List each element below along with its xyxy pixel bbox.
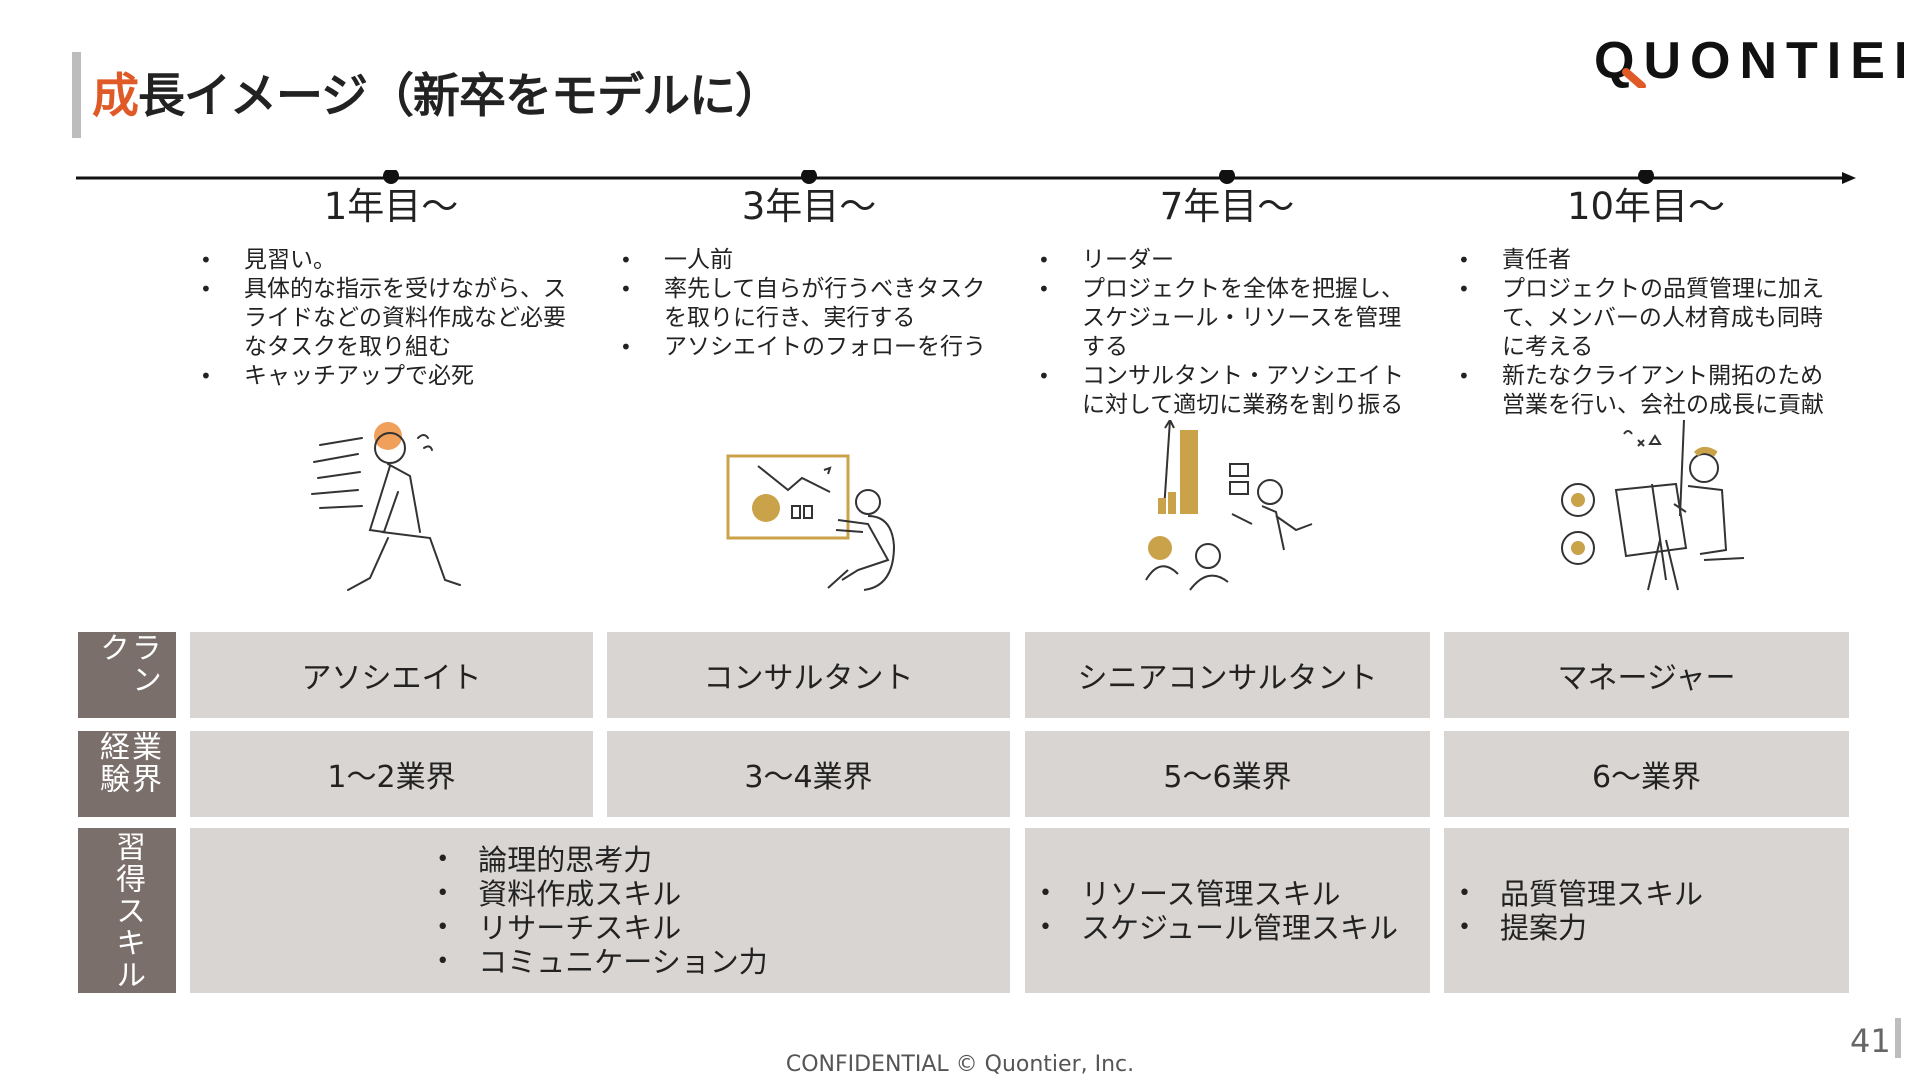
page-number-bar bbox=[1895, 1018, 1901, 1058]
phase-label-year3: 3年目～ bbox=[741, 185, 877, 228]
rank-cell-consultant: コンサルタント bbox=[607, 632, 1010, 718]
manager-with-team-illustration bbox=[1561, 420, 1745, 591]
experience-cell-3: 5～6業界 bbox=[1025, 731, 1430, 817]
row-label-experience: 業界経験 bbox=[78, 731, 176, 817]
list-item: 責任者 bbox=[1458, 246, 1830, 275]
row-label-skills: 習得スキル bbox=[78, 828, 176, 993]
list-item: キャッチアップで必死 bbox=[200, 362, 572, 391]
title-accent-bar bbox=[72, 52, 81, 138]
experience-cell-2: 3～4業界 bbox=[607, 731, 1010, 817]
row-label-rank: ランク bbox=[78, 632, 176, 718]
list-item: コミュニケーション力 bbox=[432, 945, 767, 979]
skills-cell-senior: リソース管理スキル スケジュール管理スキル bbox=[1025, 828, 1430, 993]
page-number: 41 bbox=[1850, 1022, 1891, 1060]
list-item: リソース管理スキル bbox=[1035, 877, 1398, 911]
title-accent-char: 成 bbox=[92, 69, 139, 124]
skills-list-junior: 論理的思考力 資料作成スキル リサーチスキル コミュニケーション力 bbox=[432, 843, 767, 979]
list-item: 具体的な指示を受けながら、スライドなどの資料作成など必要なタスクを取り組む bbox=[200, 275, 572, 362]
list-item: 論理的思考力 bbox=[432, 843, 767, 877]
skills-list-senior: リソース管理スキル スケジュール管理スキル bbox=[1035, 877, 1398, 945]
list-item: 品質管理スキル bbox=[1454, 877, 1703, 911]
list-item: 新たなクライアント開拓のため営業を行い、会社の成長に貢献 bbox=[1458, 362, 1830, 420]
list-item: アソシエイトのフォローを行う bbox=[620, 333, 992, 362]
timeline-axis bbox=[76, 170, 1856, 184]
list-item: プロジェクトの品質管理に加えて、メンバーの人材育成も同時に考える bbox=[1458, 275, 1830, 362]
list-item: 資料作成スキル bbox=[432, 877, 767, 911]
rushing-worker-illustration bbox=[311, 422, 461, 591]
timeline-node-3 bbox=[1219, 170, 1235, 184]
timeline-node-4 bbox=[1638, 170, 1654, 184]
rank-cell-senior-consultant: シニアコンサルタント bbox=[1025, 632, 1430, 718]
experience-cell-4: 6～業界 bbox=[1444, 731, 1849, 817]
phase-description-year3: 一人前 率先して自らが行うべきタスクを取りに行き、実行する アソシエイトのフォロ… bbox=[620, 246, 992, 362]
list-item: 一人前 bbox=[620, 246, 992, 275]
logo-accent-stroke bbox=[1622, 68, 1646, 88]
row-label-skills-text: 習得スキル bbox=[110, 830, 145, 991]
leader-with-chart-illustration bbox=[1145, 420, 1313, 591]
presenter-with-laptop-illustration bbox=[726, 454, 896, 591]
list-item: コンサルタント・アソシエイトに対して適切に業務を割り振る bbox=[1038, 362, 1410, 420]
skills-list-manager: 品質管理スキル 提案力 bbox=[1454, 877, 1703, 945]
list-item: スケジュール管理スキル bbox=[1035, 911, 1398, 945]
page-title: 成長イメージ（新卒をモデルに） bbox=[92, 62, 782, 132]
row-label-rank-text: ランク bbox=[94, 632, 161, 696]
list-item: 見習い。 bbox=[200, 246, 572, 275]
phase-label-year7: 7年目～ bbox=[1159, 185, 1295, 228]
phase-description-year7: リーダー プロジェクトを全体を把握し、スケジュール・リソースを管理する コンサル… bbox=[1038, 246, 1410, 420]
phase-label-year1: 1年目～ bbox=[323, 185, 459, 228]
title-text: 長イメージ（新卒をモデルに） bbox=[138, 69, 782, 124]
list-item: プロジェクトを全体を把握し、スケジュール・リソースを管理する bbox=[1038, 275, 1410, 362]
quontier-logo: QUONTIER bbox=[1594, 32, 1904, 88]
list-item: リサーチスキル bbox=[432, 911, 767, 945]
experience-cell-1: 1～2業界 bbox=[190, 731, 593, 817]
logo-text: QUONTIER bbox=[1594, 32, 1904, 88]
list-item: 率先して自らが行うべきタスクを取りに行き、実行する bbox=[620, 275, 992, 333]
row-label-experience-text: 業界経験 bbox=[94, 731, 161, 795]
list-item: リーダー bbox=[1038, 246, 1410, 275]
skills-cell-manager: 品質管理スキル 提案力 bbox=[1444, 828, 1849, 993]
list-item: 提案力 bbox=[1454, 911, 1703, 945]
timeline-node-1 bbox=[383, 170, 399, 184]
rank-cell-associate: アソシエイト bbox=[190, 632, 593, 718]
skills-cell-junior: 論理的思考力 資料作成スキル リサーチスキル コミュニケーション力 bbox=[190, 828, 1010, 993]
timeline-node-2 bbox=[801, 170, 817, 184]
phase-description-year10: 責任者 プロジェクトの品質管理に加えて、メンバーの人材育成も同時に考える 新たな… bbox=[1458, 246, 1830, 420]
rank-cell-manager: マネージャー bbox=[1444, 632, 1849, 718]
phase-description-year1: 見習い。 具体的な指示を受けながら、スライドなどの資料作成など必要なタスクを取り… bbox=[200, 246, 572, 391]
confidential-footer: CONFIDENTIAL © Quontier, Inc. bbox=[785, 1052, 1135, 1077]
phase-label-year10: 10年目～ bbox=[1566, 185, 1726, 228]
